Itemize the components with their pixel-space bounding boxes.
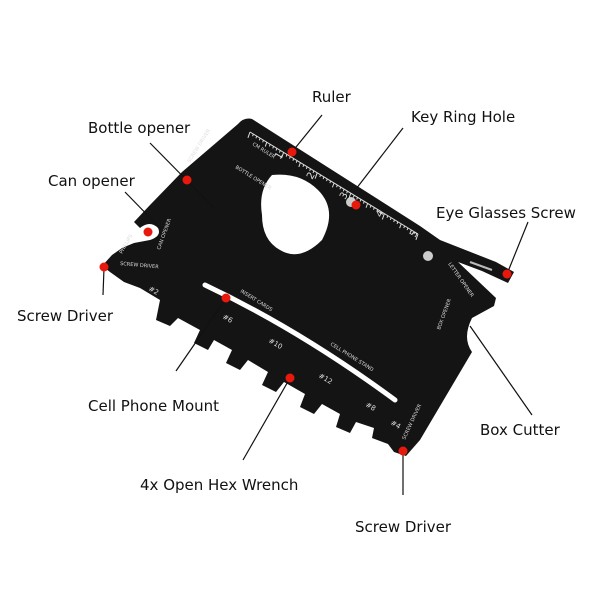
ruler-tick (252, 133, 254, 137)
ruler-tick (305, 166, 308, 170)
ruler-tick (403, 225, 406, 229)
label-ruler: Ruler (312, 88, 351, 106)
ruler-tick (415, 233, 419, 240)
ruler-tick (399, 223, 402, 229)
ruler-tick (381, 213, 385, 220)
ruler-tick (406, 227, 409, 231)
ruler-tick (314, 172, 318, 179)
ruler-number: 3 (338, 190, 351, 201)
ruler-tick (258, 137, 261, 141)
ruler-tick (329, 180, 332, 184)
ruler-tick (264, 142, 268, 147)
ruler-tick (373, 207, 375, 210)
card-text-screw-driver-left: SCREW DRIVER (120, 261, 160, 270)
ruler-tick (268, 144, 271, 147)
label-hex-wrench: 4x Open Hex Wrench (140, 476, 299, 494)
marker-dot (351, 200, 361, 210)
label-cell-phone-mount: Cell Phone Mount (88, 397, 220, 415)
ruler-tick (413, 231, 416, 235)
ruler-tick (298, 162, 301, 168)
marker-dot (287, 147, 297, 157)
ruler-tick (302, 164, 305, 167)
marker-dot (221, 293, 231, 303)
ruler-tick (393, 219, 395, 223)
marker-dot (182, 175, 192, 185)
ruler-tick (369, 205, 372, 208)
ruler-tick (309, 168, 311, 172)
ruler-tick (348, 193, 352, 200)
ruler-tick (295, 160, 298, 163)
ruler-tick (322, 176, 325, 180)
ruler-tick (359, 199, 362, 202)
ruler-number: 4 (374, 208, 387, 219)
label-can-opener: Can opener (48, 172, 135, 190)
ruler-tick (272, 146, 274, 149)
label-bottle-opener: Bottle opener (88, 119, 191, 137)
ruler-tick (326, 178, 328, 182)
ruler-tick (331, 182, 335, 188)
marker-dot (285, 373, 295, 383)
ruler-tick (281, 152, 285, 159)
ruler-tick (386, 215, 389, 218)
ruler-tick (312, 170, 315, 174)
ruler-tick (346, 190, 348, 194)
label-key-ring-hole: Key Ring Hole (411, 108, 516, 126)
marker-dot (398, 446, 408, 456)
key-ring-hole-2 (423, 251, 433, 261)
marker-dot (143, 227, 153, 237)
label-screw-driver-bottom: Screw Driver (355, 518, 452, 536)
ruler-ticks (247, 131, 419, 240)
ruler-tick (342, 188, 345, 192)
bottle-opener-hole (261, 174, 330, 255)
ruler-tick (292, 158, 295, 161)
ruler-number: 5 (408, 228, 421, 239)
eyeglass-slot (469, 261, 493, 271)
ruler-tick (396, 221, 399, 225)
ruler-tick (255, 135, 258, 139)
ruler-number: 2 (305, 170, 318, 181)
ruler-tick (362, 201, 365, 204)
label-box-cutter: Box Cutter (480, 421, 560, 439)
ruler-tick (285, 154, 288, 157)
ruler-tick (379, 211, 382, 214)
marker-dot (99, 262, 109, 272)
ruler-tick (262, 139, 264, 143)
card-body (102, 118, 514, 457)
ruler-tick (275, 148, 278, 151)
ruler-tick (365, 203, 369, 208)
leader-lines (102, 114, 533, 495)
label-screw-driver-left: Screw Driver (17, 307, 114, 325)
label-eye-glasses-screw: Eye Glasses Screw (436, 204, 576, 222)
ruler-tick (356, 197, 358, 200)
ruler-number: 1 (273, 150, 286, 161)
ruler-tick (336, 184, 338, 188)
ruler-tick (389, 217, 392, 221)
marker-dot (502, 269, 512, 279)
ruler-tick (352, 195, 355, 198)
ruler-tick (319, 174, 322, 178)
markers (99, 147, 512, 456)
ruler-tick (339, 186, 342, 190)
ruler-tick (278, 150, 281, 153)
ruler-tick (410, 229, 412, 233)
ruler-tick (289, 156, 291, 159)
ruler-tick (376, 209, 379, 212)
ruler-tick (247, 131, 251, 138)
